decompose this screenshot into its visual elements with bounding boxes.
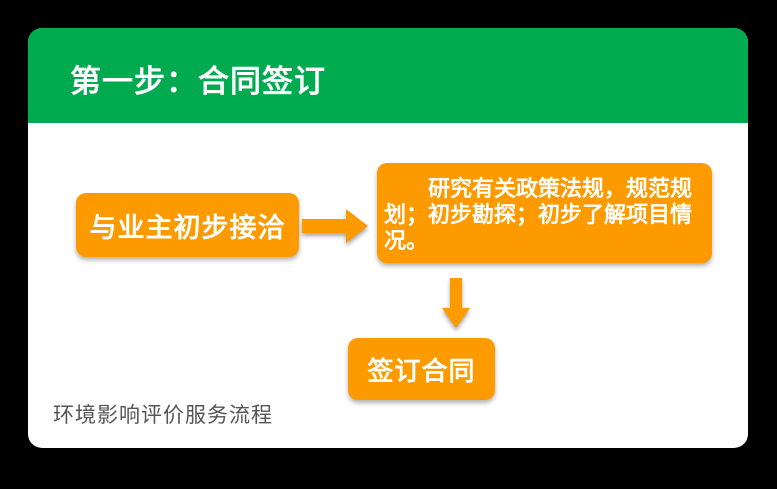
arrow-right-icon [302,209,368,243]
process-caption: 环境影响评价服务流程 [53,404,273,427]
slide-card: 第一步：合同签订 与业主初步接洽 研究有关政策法规，规范规划；初步勘探；初步了解… [28,28,748,448]
flow-node-initial-contact: 与业主初步接洽 [76,193,299,257]
step-title: 第一步：合同签订 [70,64,326,99]
flow-node-sign-contract: 签订合同 [348,338,495,400]
flow-node-research-policies: 研究有关政策法规，规范规划；初步勘探；初步了解项目情况。 [377,163,712,263]
arrow-down-icon [442,278,470,328]
step-header: 第一步：合同签订 [28,28,748,123]
